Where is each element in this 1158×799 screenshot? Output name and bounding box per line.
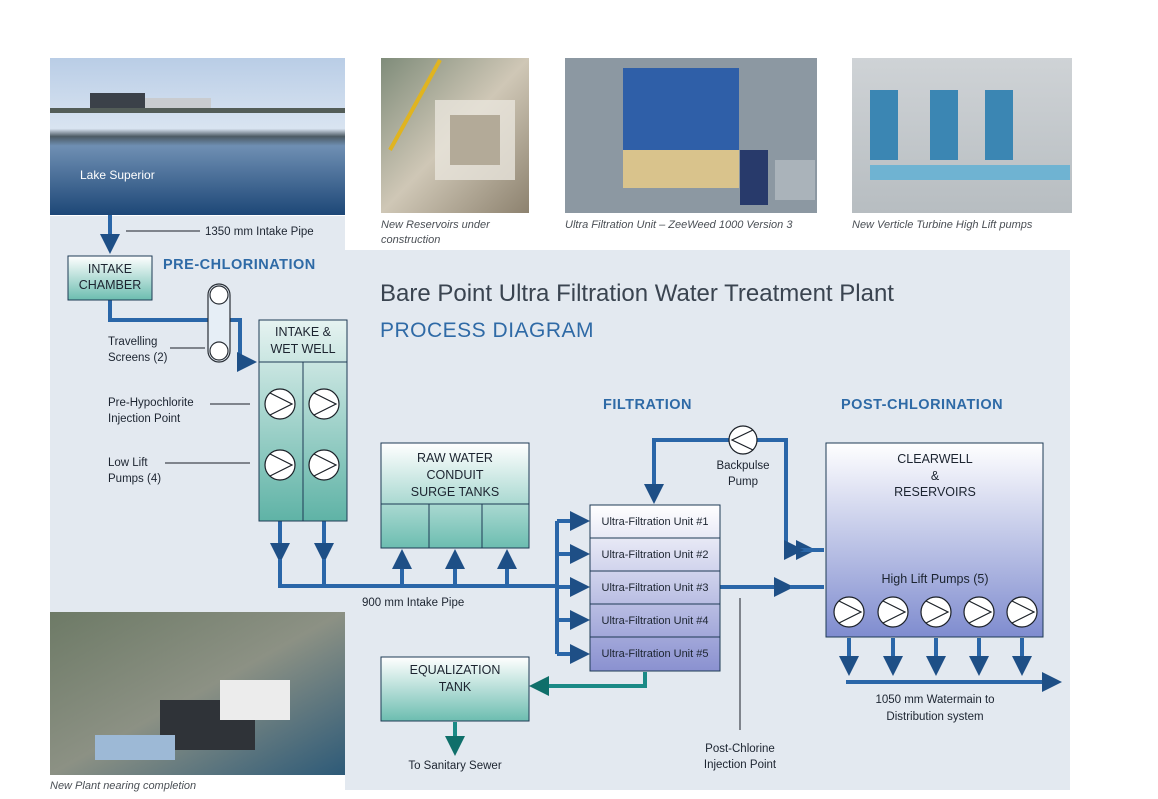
pump-icon — [264, 388, 296, 420]
pump-icon — [1006, 596, 1038, 628]
low-lift-label-1: Low Lift — [108, 457, 148, 469]
section-filtration: FILTRATION — [603, 397, 692, 413]
raw-water-label-2: CONDUIT — [427, 468, 484, 482]
pump-icon — [308, 449, 340, 481]
raw-water-surge-tanks: RAW WATER CONDUIT SURGE TANKS — [380, 442, 530, 549]
uf-units: Ultra-Filtration Unit #1 Ultra-Filtratio… — [589, 504, 721, 672]
section-post-chlorination: POST-CHLORINATION — [841, 397, 1003, 413]
sanitary-sewer-label: To Sanitary Sewer — [408, 760, 501, 772]
raw-water-label-1: RAW WATER — [417, 451, 493, 465]
drain-pipes — [445, 672, 647, 756]
plant-caption: New Plant nearing completion — [50, 780, 196, 792]
clearwell-label-1: CLEARWELL — [897, 452, 973, 466]
clearwell-label-2: & — [931, 469, 940, 483]
pump-icon — [920, 596, 952, 628]
travelling-screens — [207, 283, 231, 363]
intake-pipe-label: 1350 mm Intake Pipe — [205, 226, 314, 238]
pump-icon — [308, 388, 340, 420]
uf-caption: Ultra Filtration Unit – ZeeWeed 1000 Ver… — [565, 219, 793, 231]
post-chlorine-label-1: Post-Chlorine — [705, 743, 775, 755]
uf-unit-label: Ultra-Filtration Unit #3 — [602, 582, 709, 594]
uf-unit-label: Ultra-Filtration Unit #2 — [602, 549, 709, 561]
travelling-screens-label-2: Screens (2) — [108, 352, 168, 364]
intake-chamber-label-2: CHAMBER — [79, 278, 142, 292]
intake-wet-well: INTAKE & WET WELL — [258, 319, 348, 522]
intake-chamber: INTAKE CHAMBER — [67, 255, 153, 301]
backpulse-label-1: Backpulse — [716, 460, 769, 472]
leader-lines — [126, 230, 741, 730]
pump-icon — [833, 596, 865, 628]
photo-lake-superior: Lake Superior — [50, 58, 345, 215]
reservoirs-caption-2: construction — [381, 234, 440, 246]
pumps-caption: New Verticle Turbine High Lift pumps — [852, 219, 1033, 231]
photo-new-plant — [50, 612, 345, 775]
raw-water-label-3: SURGE TANKS — [411, 485, 499, 499]
uf-unit-label: Ultra-Filtration Unit #4 — [602, 615, 709, 627]
watermain-label-1: 1050 mm Watermain to — [875, 694, 994, 706]
post-chlorine-label-2: Injection Point — [704, 759, 777, 771]
intake-pipe-900-label: 900 mm Intake Pipe — [362, 597, 464, 609]
backpulse-label-2: Pump — [728, 476, 758, 488]
intake-chamber-label-1: INTAKE — [88, 262, 132, 276]
diagram-subtitle: PROCESS DIAGRAM — [380, 319, 594, 342]
lake-superior-label: Lake Superior — [80, 168, 155, 182]
diagram-title: Bare Point Ultra Filtration Water Treatm… — [380, 280, 894, 307]
travelling-screens-label-1: Travelling — [108, 336, 157, 348]
wet-well-label-2: WET WELL — [270, 342, 335, 356]
watermain-label-2: Distribution system — [886, 711, 983, 723]
photo-high-lift-pumps — [852, 58, 1072, 213]
backpulse-pump-icon — [728, 425, 758, 455]
photo-uf-unit — [565, 58, 817, 213]
clearwell-label-3: RESERVOIRS — [894, 485, 976, 499]
pre-hypo-label-1: Pre-Hypochlorite — [108, 397, 194, 409]
uf-unit-label: Ultra-Filtration Unit #5 — [602, 648, 709, 660]
photo-reservoirs — [381, 58, 529, 213]
pipes — [100, 215, 1062, 692]
low-lift-label-2: Pumps (4) — [108, 473, 161, 485]
high-lift-label: High Lift Pumps (5) — [882, 572, 989, 586]
reservoirs-caption-1: New Reservoirs under — [381, 219, 491, 231]
pump-icon — [264, 449, 296, 481]
pre-hypo-label-2: Injection Point — [108, 413, 181, 425]
section-pre-chlorination: PRE-CHLORINATION — [163, 257, 316, 273]
pump-icon — [877, 596, 909, 628]
equalization-label-1: EQUALIZATION — [410, 663, 501, 677]
equalization-tank: EQUALIZATION TANK — [380, 656, 530, 722]
uf-unit-label: Ultra-Filtration Unit #1 — [602, 516, 709, 528]
pump-icon — [963, 596, 995, 628]
wet-well-label-1: INTAKE & — [275, 325, 332, 339]
equalization-label-2: TANK — [439, 680, 472, 694]
